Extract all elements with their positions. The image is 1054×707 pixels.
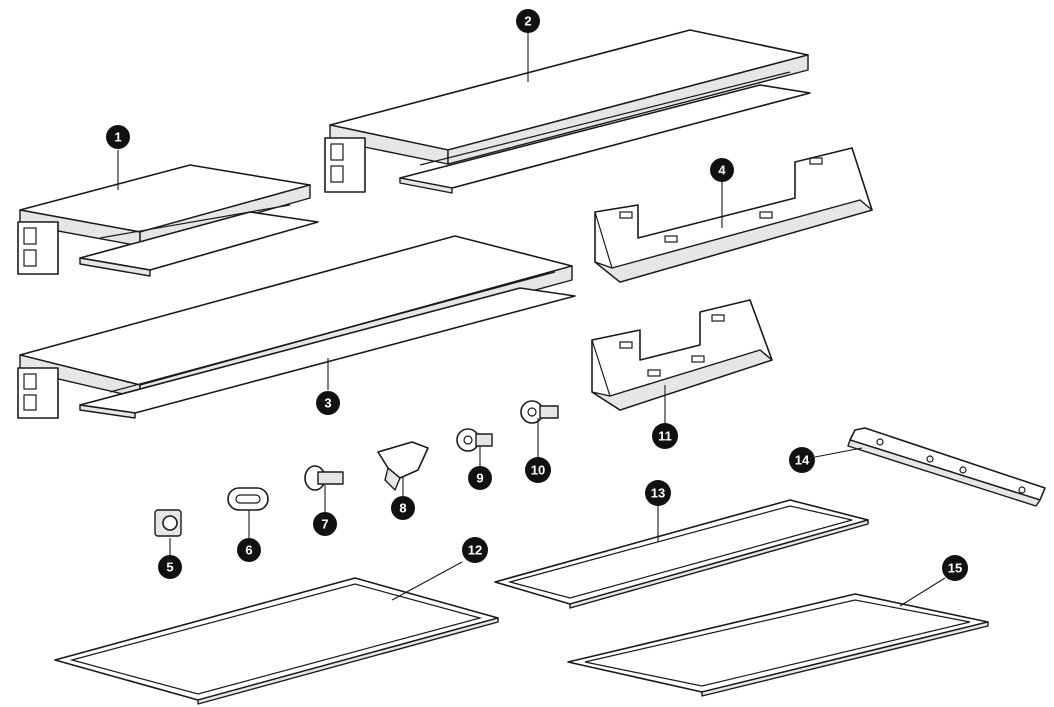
part-14-rail-strip	[847, 427, 1046, 507]
callout-7: 7	[313, 512, 337, 536]
callout-1: 1	[106, 125, 130, 149]
part-6-washer	[227, 487, 269, 511]
part-5-cage-nut	[154, 509, 182, 537]
callout-5: 5	[158, 555, 182, 579]
callout-11: 11	[652, 423, 678, 449]
svg-text:15: 15	[948, 561, 962, 576]
part-3-long-rail-assembly	[17, 235, 576, 419]
callout-4: 4	[710, 158, 734, 182]
svg-text:4: 4	[718, 163, 726, 178]
svg-text:8: 8	[399, 501, 406, 516]
callout-3: 3	[316, 391, 340, 415]
svg-text:14: 14	[795, 453, 810, 468]
part-2-long-rail-assembly	[324, 29, 811, 194]
callout-8: 8	[391, 496, 415, 520]
callout-10: 10	[525, 457, 551, 483]
callout-13: 13	[645, 480, 671, 506]
part-13-narrow-panel	[494, 499, 869, 609]
callout-6: 6	[237, 538, 261, 562]
svg-text:11: 11	[658, 429, 672, 444]
callout-12: 12	[462, 537, 488, 563]
leader-lines	[117, 33, 946, 607]
callout-9: 9	[468, 466, 492, 490]
part-7-screw	[304, 465, 344, 491]
svg-text:5: 5	[166, 560, 173, 575]
callout-15: 15	[942, 555, 968, 581]
part-11-narrow-bracket	[591, 299, 773, 411]
part-15-panel	[567, 593, 989, 697]
part-8-clip	[377, 441, 429, 491]
svg-text:10: 10	[531, 463, 545, 478]
callout-markers: 1 2 3 4 5 6 7 8 9 10 11 12 13 14 15	[106, 9, 968, 581]
svg-text:6: 6	[245, 543, 252, 558]
part-4-wide-bracket	[594, 147, 873, 283]
callout-2: 2	[516, 9, 540, 33]
part-10-screw	[520, 400, 559, 424]
svg-text:13: 13	[651, 486, 665, 501]
svg-text:9: 9	[476, 471, 483, 486]
part-12-large-panel	[54, 577, 499, 705]
svg-text:12: 12	[468, 543, 482, 558]
svg-text:1: 1	[114, 130, 121, 145]
svg-text:3: 3	[324, 396, 331, 411]
part-1-short-rail-assembly	[17, 164, 319, 277]
callout-14: 14	[789, 447, 815, 473]
svg-text:2: 2	[524, 14, 531, 29]
svg-text:7: 7	[321, 517, 328, 532]
part-9-screw	[456, 428, 493, 452]
